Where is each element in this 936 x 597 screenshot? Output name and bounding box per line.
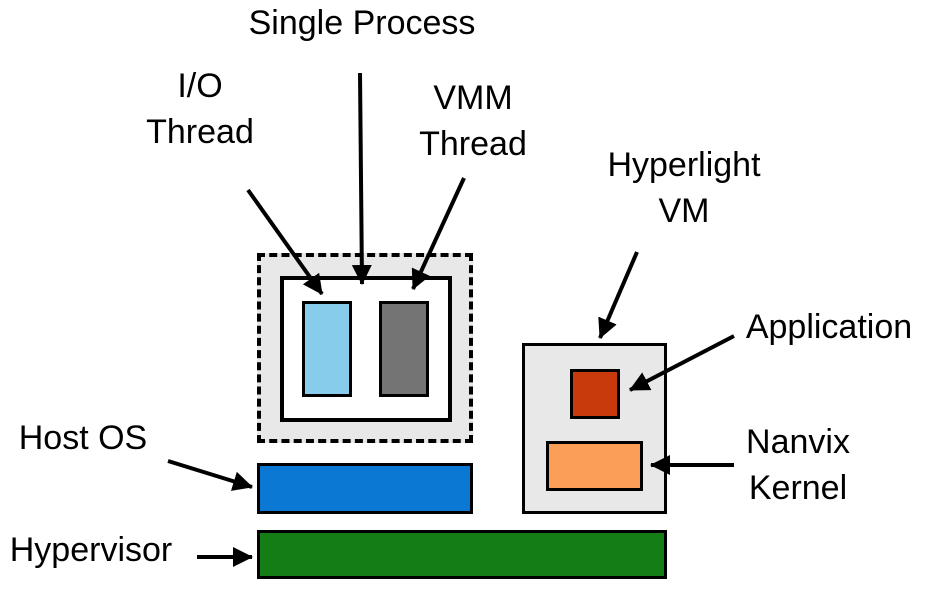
nanvix-kernel-rect <box>546 441 643 491</box>
io-thread-rect <box>302 301 352 397</box>
host-os-label: Host OS <box>18 419 148 457</box>
arrow-host-os <box>167 459 253 491</box>
application-label: Application <box>745 308 913 346</box>
io-thread-label: I/O Thread <box>146 67 254 151</box>
arrow-hyperlight-vm <box>598 251 639 339</box>
vmm-thread-label: VMM Thread <box>419 79 527 163</box>
hyperlight-vm-label: Hyperlight VM <box>607 146 761 230</box>
hypervisor-label: Hypervisor <box>9 531 173 569</box>
vmm-thread-rect <box>379 301 429 397</box>
single-process-label: Single Process <box>248 4 476 42</box>
host-os-bar <box>257 463 473 514</box>
application-rect <box>570 369 620 419</box>
nanvix-kernel-label: Nanvix Kernel <box>746 423 850 507</box>
hypervisor-bar <box>257 530 667 579</box>
